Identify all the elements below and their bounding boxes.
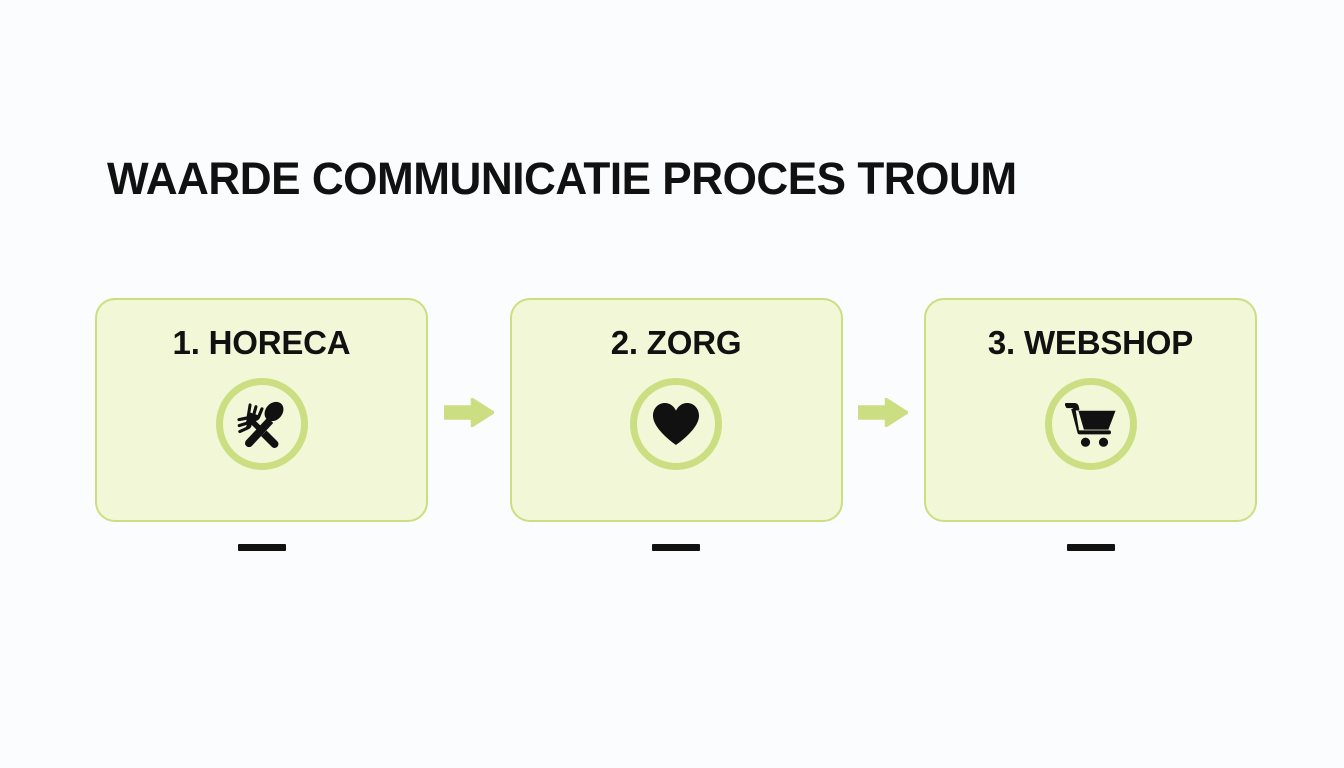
icon-ring-horeca: [215, 378, 308, 470]
step-dash-horeca: [237, 544, 286, 551]
step-dash-webshop: [1066, 544, 1115, 551]
step-label-webshop: 3. WEBSHOP: [987, 324, 1194, 361]
arrow-right-icon: [858, 398, 909, 427]
shopping-cart-icon: [1064, 400, 1117, 448]
process-step-3[interactable]: 3. WEBSHOP: [924, 298, 1257, 566]
process-step-2[interactable]: 2. ZORG: [509, 298, 843, 566]
icon-ring-webshop: [1044, 378, 1137, 470]
page-title: WAARDE COMMUNICATIE PROCES TROUM: [107, 153, 1017, 204]
process-steps-row: 1. HORECA: [95, 298, 1257, 566]
heart-icon: [651, 401, 701, 447]
step-card-webshop[interactable]: 3. WEBSHOP: [924, 298, 1257, 522]
arrow-right-icon: [443, 398, 494, 427]
process-step-1[interactable]: 1. HORECA: [95, 298, 428, 566]
connector-2: [857, 298, 909, 566]
step-label-horeca: 1. HORECA: [172, 324, 351, 361]
step-label-zorg: 2. ZORG: [610, 324, 742, 361]
step-dash-zorg: [652, 544, 700, 551]
icon-ring-zorg: [630, 378, 722, 470]
connector-1: [443, 298, 495, 566]
fork-and-spoon-icon: [236, 398, 288, 450]
step-card-zorg[interactable]: 2. ZORG: [509, 298, 843, 522]
step-card-horeca[interactable]: 1. HORECA: [95, 298, 428, 522]
